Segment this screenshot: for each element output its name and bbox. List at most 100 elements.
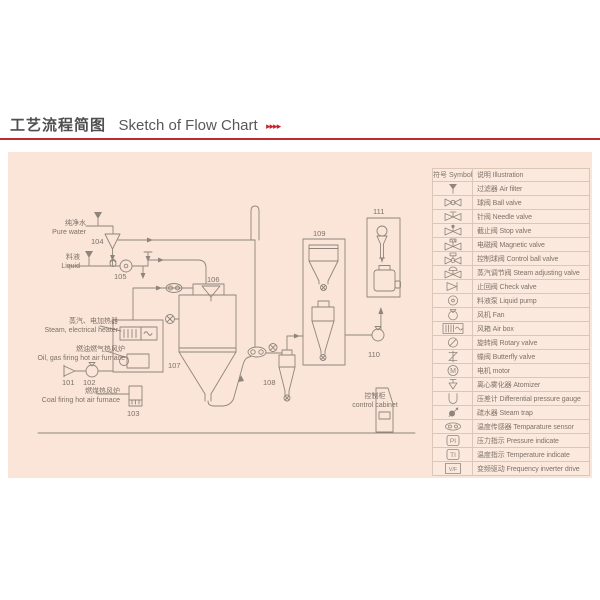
legend-row: 变频驱动 Frequency inverter drive xyxy=(432,461,590,477)
num-109: 109 xyxy=(313,229,326,238)
legend-row: 温度指示 Temperature indicate xyxy=(432,447,590,463)
num-102: 102 xyxy=(83,378,96,387)
control-cabinet xyxy=(376,388,393,432)
discharge-line xyxy=(208,357,251,407)
num-103: 103 xyxy=(127,409,140,418)
legend-label: 蝶阀 Butterfly valve xyxy=(472,349,590,365)
cyclone-108 xyxy=(279,333,303,402)
freq-drive-icon xyxy=(444,463,461,475)
label-leader-lines xyxy=(97,326,129,394)
control-ball-valve-icon xyxy=(444,252,461,265)
legend-row: 球阀 Ball valve xyxy=(432,195,590,211)
legend-header-symbol: 符号 Symbol xyxy=(432,167,473,183)
steam-trap-icon xyxy=(448,407,459,418)
stop-valve-icon xyxy=(444,224,461,236)
atomizer-icon xyxy=(448,379,457,390)
rotary-valve-icon xyxy=(447,337,458,348)
page-title-cn: 工艺流程简图 xyxy=(10,117,107,134)
page-title-en: Sketch of Flow Chart xyxy=(118,117,258,134)
rotary-valve-icon xyxy=(266,344,282,354)
air-box-icon xyxy=(442,323,463,335)
legend-label: 变频驱动 Frequency inverter drive xyxy=(472,461,590,477)
legend-row: 压差计 Differential pressure gauge xyxy=(432,391,590,407)
num-106: 106 xyxy=(207,275,220,284)
legend-label: 蒸汽调节阀 Steam adjusting valve xyxy=(472,265,590,281)
legend-row: 过滤器 Air filter xyxy=(432,181,590,197)
dp-gauge-icon xyxy=(448,393,457,405)
legend-label: 离心雾化器 Atomizer xyxy=(472,377,590,393)
drying-chamber-107 xyxy=(179,295,236,401)
legend-label: 疏水器 Steam trap xyxy=(472,405,590,421)
fan-102-icon xyxy=(86,363,113,378)
coal-furnace-103 xyxy=(129,386,142,406)
pure-water-label: 纯净水 Pure water xyxy=(52,220,86,237)
pump-105 xyxy=(120,260,148,272)
legend-row: 蝶阀 Butterfly valve xyxy=(432,349,590,365)
legend-row: 电机 motor xyxy=(432,363,590,379)
control-cabinet-label: 控制柜 control cabinet xyxy=(352,393,398,410)
heater-box xyxy=(113,320,163,372)
legend-label: 风机 Fan xyxy=(472,307,590,323)
legend-header-row: 符号 Symbol 说明 Illustration xyxy=(432,167,590,183)
hot-air-line xyxy=(133,285,193,321)
legend-label: 截止阀 Stop valve xyxy=(472,223,590,239)
temp-indicate-icon xyxy=(446,449,459,461)
legend-label: 过滤器 Air filter xyxy=(472,181,590,197)
legend-row: 控制球阀 Control ball valve xyxy=(432,251,590,267)
check-valve-icon xyxy=(446,282,457,292)
legend-label: 风箱 Air box xyxy=(472,321,590,337)
legend-row: 蒸汽调节阀 Steam adjusting valve xyxy=(432,265,590,281)
pressure-indicate-icon xyxy=(446,435,459,447)
temp-sensor-icon xyxy=(444,422,461,431)
title-underline xyxy=(0,138,600,140)
legend-row: 压力指示 Pressure indicate xyxy=(432,433,590,449)
legend-header-illustration: 说明 Illustration xyxy=(472,167,590,183)
air-box-icon xyxy=(120,327,157,340)
drain-stub xyxy=(140,266,146,279)
num-108: 108 xyxy=(263,378,276,387)
pure-water-line xyxy=(86,226,113,234)
spare-parts-box-111 xyxy=(367,218,401,297)
legend-label: 止回阀 Check valve xyxy=(472,279,590,295)
steam-heater-label: 蒸汽、电加热器 Steam, electrical heater xyxy=(44,318,118,335)
funnel-104 xyxy=(105,234,120,266)
fan-icon xyxy=(447,309,458,321)
liquid-pump-icon xyxy=(447,295,458,306)
num-111: 111 xyxy=(373,207,385,216)
sight-glass-icon xyxy=(166,315,180,324)
num-105: 105 xyxy=(114,272,127,281)
liquid-inlet-filter-icon xyxy=(85,251,93,266)
legend-label: 温度传感器 Temparature sensor xyxy=(472,419,590,435)
legend-label: 料液泵 Liquid pump xyxy=(472,293,590,309)
legend-row: 温度传感器 Temparature sensor xyxy=(432,419,590,435)
flush-line xyxy=(118,206,259,347)
legend-table: 符号 Symbol 说明 Illustration 过滤器 Air filter… xyxy=(432,167,590,477)
discharge-assembly-icon xyxy=(248,347,266,357)
dust-collector-109 xyxy=(303,239,345,365)
legend-row: 截止阀 Stop valve xyxy=(432,223,590,239)
magnetic-valve-icon xyxy=(444,238,461,251)
legend-label: 旋转阀 Rotary valve xyxy=(472,335,590,351)
needle-valve-icon xyxy=(144,252,152,266)
feed-line xyxy=(148,257,206,285)
legend-row: 旋转阀 Rotary valve xyxy=(432,335,590,351)
needle-valve-icon xyxy=(444,211,461,222)
fan-110-icon xyxy=(345,307,384,341)
legend-label: 电机 motor xyxy=(472,363,590,379)
legend-row: 料液泵 Liquid pump xyxy=(432,293,590,309)
legend-label: 压差计 Differential pressure gauge xyxy=(472,391,590,407)
legend-row: 疏水器 Steam trap xyxy=(432,405,590,421)
motor-icon xyxy=(447,365,458,377)
ball-valve-icon xyxy=(444,198,461,207)
temp-sensor-icon xyxy=(166,284,182,293)
legend-label: 压力指示 Pressure indicate xyxy=(472,433,590,449)
legend-row: 针阀 Needle valve xyxy=(432,209,590,225)
legend-label: 电磁阀 Magnetic valve xyxy=(472,237,590,253)
air-filter-101-icon xyxy=(64,365,86,377)
legend-row: 止回阀 Check valve xyxy=(432,279,590,295)
page-title: 工艺流程简图 Sketch of Flow Chart ▸▸▸▸ xyxy=(10,114,281,135)
legend-label: 温度指示 Temperature indicate xyxy=(472,447,590,463)
legend-row: 电磁阀 Magnetic valve xyxy=(432,237,590,253)
